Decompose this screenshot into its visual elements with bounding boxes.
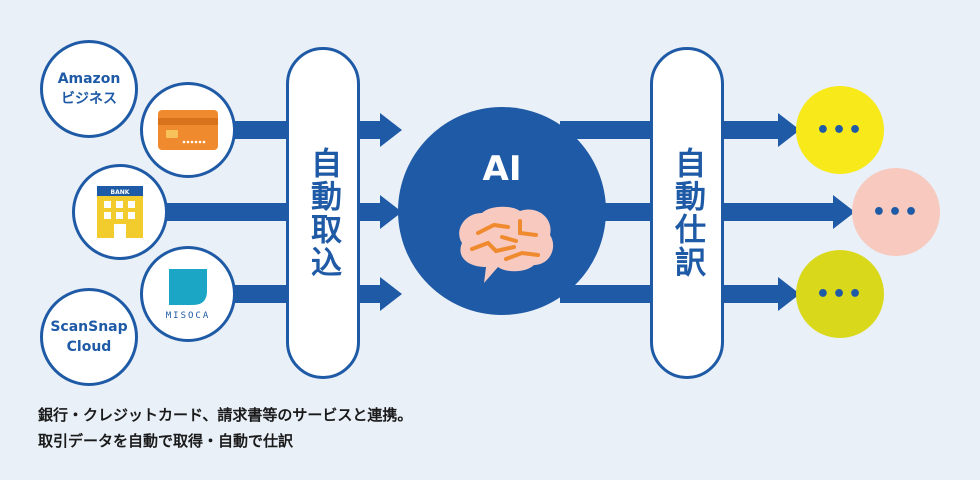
caption: 銀行・クレジットカード、請求書等のサービスと連携。 取引データを自動で取得・自動…: [38, 402, 412, 454]
misoca-label: MISOCA: [165, 311, 211, 321]
source-scansnap-cloud: ScanSnap Cloud: [40, 288, 138, 386]
auto-import-pill: 自動取込: [286, 47, 360, 379]
ai-label: AI: [482, 149, 522, 189]
arrow-head: [380, 277, 402, 311]
arrow-head: [380, 195, 402, 229]
caption-line-2: 取引データを自動で取得・自動で仕訳: [38, 432, 294, 450]
bank-sign: BANK: [111, 189, 130, 196]
ellipsis-icon: •••: [815, 281, 865, 307]
output-circle-1: •••: [796, 86, 884, 174]
arrow-head: [778, 277, 800, 311]
source-bank: BANK: [72, 164, 168, 260]
arrow-head: [380, 113, 402, 147]
ellipsis-icon: •••: [871, 199, 921, 225]
brain-icon: [459, 206, 554, 283]
auto-journal-pill: 自動仕訳: [650, 47, 724, 379]
source-amazon-business: Amazon ビジネス: [40, 40, 138, 138]
output-circle-3: •••: [796, 250, 884, 338]
arrow-head: [833, 195, 855, 229]
auto-import-label: 自動取込: [305, 147, 341, 279]
credit-card-icon: [158, 110, 218, 150]
ai-hub: AI: [398, 107, 606, 315]
source-credit-card: [140, 82, 236, 178]
source-misoca: MISOCA: [140, 246, 236, 342]
output-circle-2: •••: [852, 168, 940, 256]
amazon-business-label: Amazon ビジネス: [57, 71, 121, 107]
misoca-logo-icon: [168, 269, 207, 305]
scansnap-cloud-label: ScanSnap Cloud: [50, 319, 128, 355]
auto-journal-label: 自動仕訳: [669, 147, 705, 279]
bank-icon: BANK: [97, 186, 143, 238]
caption-line-1: 銀行・クレジットカード、請求書等のサービスと連携。: [38, 406, 413, 424]
ellipsis-icon: •••: [815, 117, 865, 143]
arrow-head: [778, 113, 800, 147]
